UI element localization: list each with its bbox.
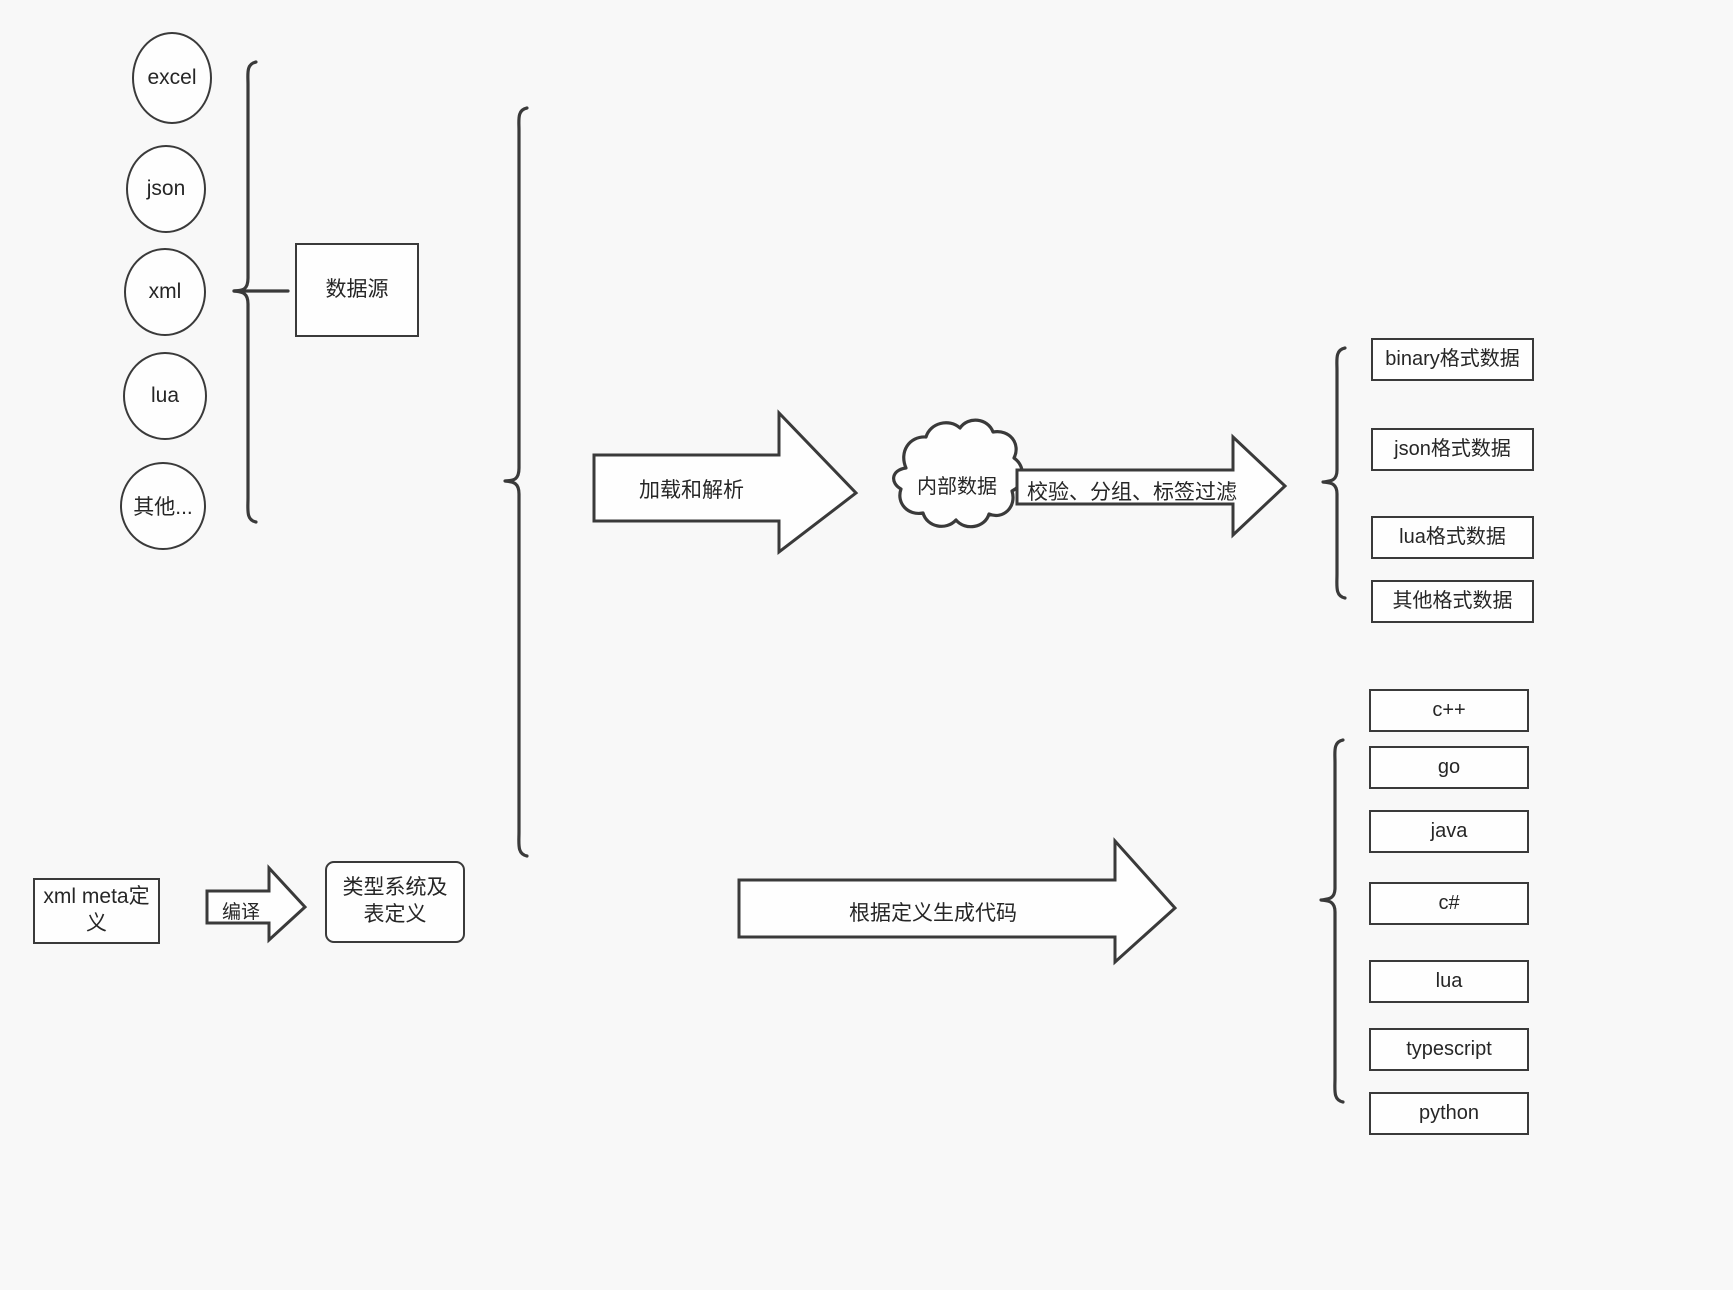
compile-arrow-label: 编译 [221,902,260,923]
brace-output-languages [1319,738,1345,1104]
xml-meta-definition-label: xml meta定义 [43,885,150,935]
source-node-label: excel [147,66,197,89]
output-language-label: java [1430,819,1468,842]
brace-sources [232,60,258,524]
output-language-label: go [1437,755,1461,778]
source-node-lua[interactable]: lua [123,352,207,440]
output-format-label: lua格式数据 [1399,525,1506,548]
output-language-cpp[interactable]: c++ [1369,689,1529,732]
output-language-lua[interactable]: lua [1369,960,1529,1003]
output-language-label: c# [1438,891,1460,914]
brace-inputs [503,106,529,858]
output-language-csharp[interactable]: c# [1369,882,1529,925]
output-language-java[interactable]: java [1369,810,1529,853]
source-node-other[interactable]: 其他... [120,462,206,550]
xml-meta-definition-box[interactable]: xml meta定义 [33,878,160,944]
source-node-label: 其他... [133,496,193,519]
type-system-label: 类型系统及表定义 [342,876,448,926]
brace-output-formats [1321,346,1347,600]
output-language-label: typescript [1406,1037,1492,1060]
output-language-label: lua [1435,969,1463,992]
source-node-label: xml [148,280,182,303]
data-source-box[interactable]: 数据源 [295,243,419,337]
output-format-binary[interactable]: binary格式数据 [1371,338,1534,381]
output-format-other[interactable]: 其他格式数据 [1371,580,1534,623]
output-format-label: 其他格式数据 [1392,589,1513,612]
source-node-label: lua [150,384,180,407]
output-format-json[interactable]: json格式数据 [1371,428,1534,471]
output-format-lua[interactable]: lua格式数据 [1371,516,1534,559]
output-format-label: binary格式数据 [1385,347,1520,370]
output-language-label: python [1418,1101,1480,1124]
source-node-label: json [146,177,186,200]
load-parse-arrow-label: 加载和解析 [639,479,744,502]
source-node-xml[interactable]: xml [124,248,206,336]
output-language-python[interactable]: python [1369,1092,1529,1135]
output-language-go[interactable]: go [1369,746,1529,789]
data-source-label: 数据源 [325,277,389,301]
internal-data-label: 内部数据 [917,476,997,498]
validate-filter-arrow-label: 校验、分组、标签过滤 [1027,481,1237,504]
source-node-json[interactable]: json [126,145,206,233]
output-language-typescript[interactable]: typescript [1369,1028,1529,1071]
output-format-label: json格式数据 [1394,437,1511,460]
source-node-excel[interactable]: excel [132,32,212,124]
codegen-arrow-label: 根据定义生成代码 [849,902,1017,925]
output-language-label: c++ [1432,698,1466,721]
type-system-box[interactable]: 类型系统及表定义 [325,861,465,943]
